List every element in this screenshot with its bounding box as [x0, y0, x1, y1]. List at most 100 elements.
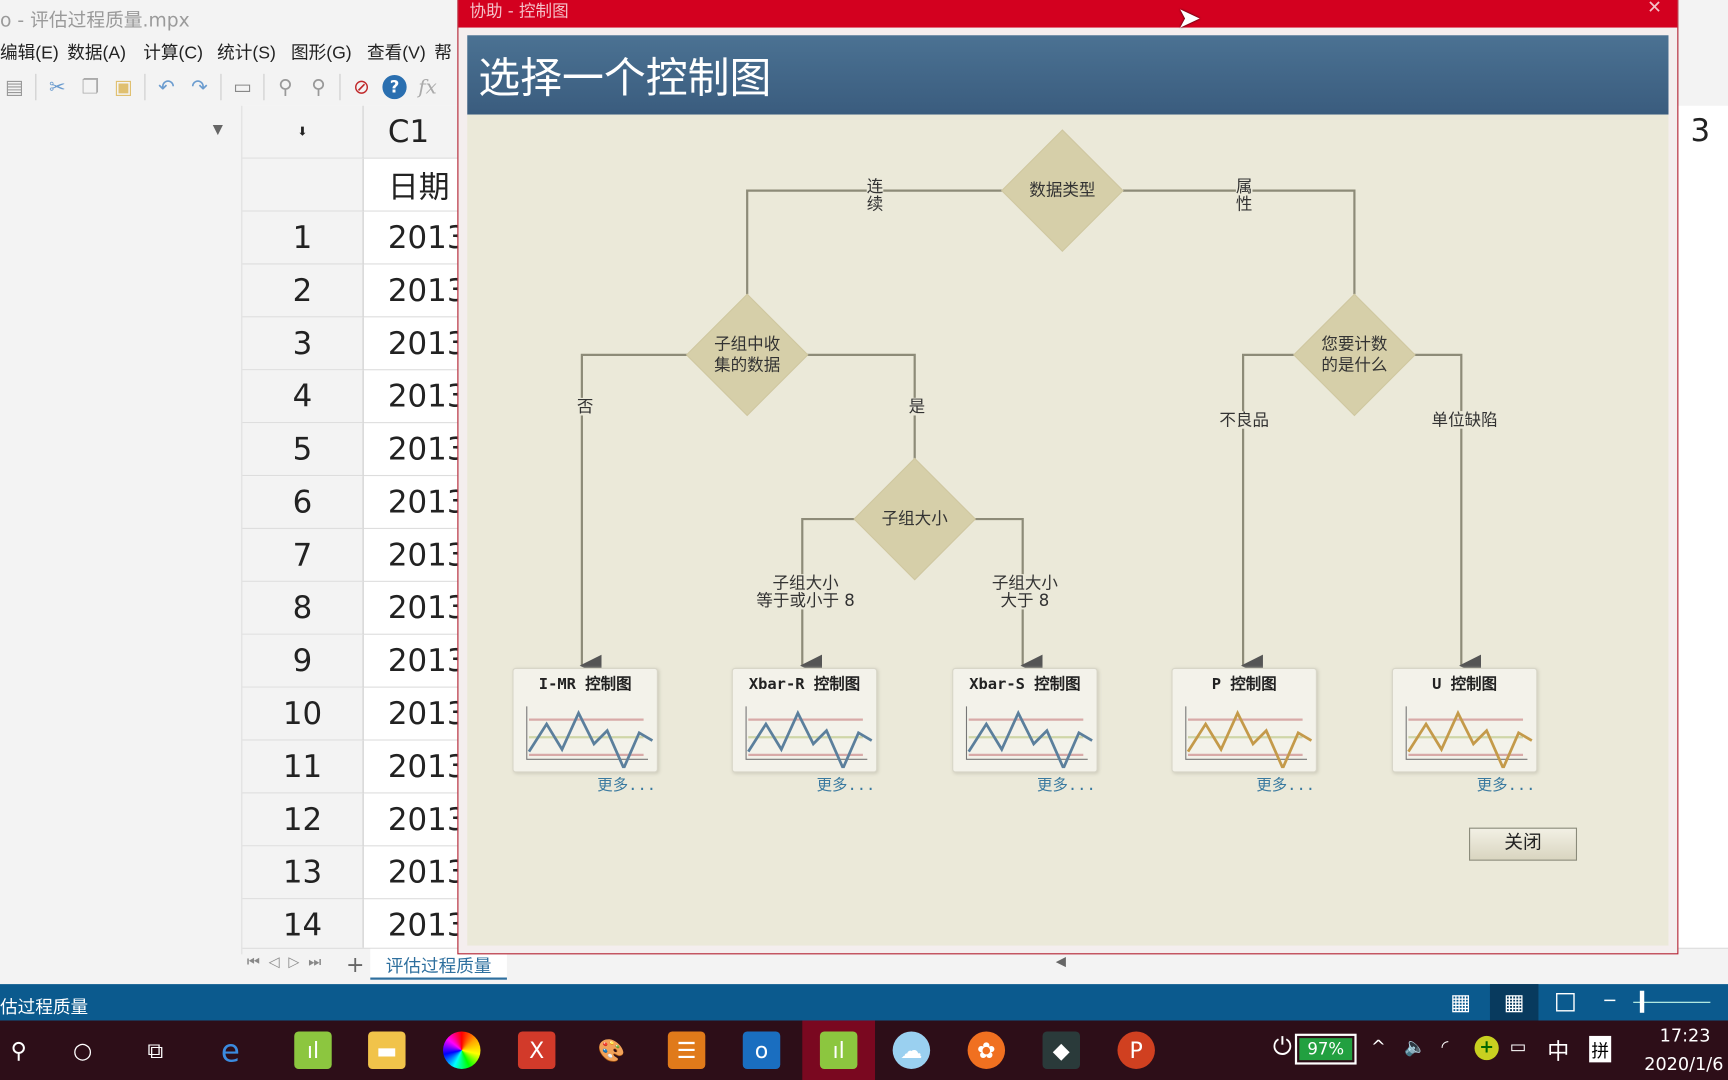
xmind-icon[interactable]: X — [517, 1031, 556, 1069]
dropdown-arrow-icon[interactable]: ▼ — [212, 121, 223, 137]
chart-option-card[interactable]: P 控制图 — [1171, 667, 1317, 773]
chart-option-card[interactable]: Xbar-S 控制图 — [952, 667, 1098, 773]
scroll-left-icon[interactable]: ◀ — [1055, 953, 1066, 969]
cut-icon[interactable]: ✂ — [48, 75, 66, 99]
node-text: 您要计数 — [1321, 333, 1388, 354]
menu-data[interactable]: 数据(A) — [67, 44, 127, 63]
powerpoint-icon[interactable]: P — [1117, 1031, 1155, 1069]
grid-view-icon[interactable]: ▦ — [1489, 984, 1539, 1021]
row-header[interactable]: 1 — [242, 211, 364, 265]
column-name[interactable]: 日期 — [363, 159, 585, 212]
table-cell[interactable]: 2013 — [363, 476, 585, 529]
edge-size-le8: 子组大小等于或小于 8 — [756, 574, 855, 611]
editor-icon[interactable]: ◆ — [1042, 1031, 1080, 1069]
row-header[interactable]: 3 — [242, 317, 364, 371]
node-subgroup-size: 子组大小 — [881, 508, 948, 529]
menu-help[interactable]: 帮 — [434, 44, 452, 63]
row-header[interactable]: 13 — [242, 846, 364, 900]
row-header[interactable]: 7 — [242, 528, 364, 582]
chart-option-card[interactable]: Xbar-R 控制图 — [731, 667, 878, 773]
table-cell[interactable]: 2013 — [363, 423, 585, 477]
zoom-slider[interactable] — [1633, 1001, 1711, 1003]
task-view-icon[interactable]: ⧉ — [147, 1037, 164, 1064]
clock-date[interactable]: 2020/1/6 — [1644, 1053, 1724, 1075]
table-cell[interactable]: 2013 — [363, 264, 585, 318]
menu-calc[interactable]: 计算(C) — [143, 44, 204, 63]
file-explorer-icon[interactable]: ▬ — [368, 1031, 406, 1069]
edge-text: 性 — [1235, 193, 1253, 214]
layout-view-icon[interactable]: ▦ — [1450, 988, 1472, 1015]
minitab-icon[interactable]: ıl — [294, 1031, 332, 1069]
menu-stat[interactable]: 统计(S) — [217, 44, 276, 63]
row-header[interactable]: 11 — [242, 740, 364, 794]
more-link[interactable]: 更多... — [1037, 776, 1096, 795]
battery-icon[interactable]: 97% — [1294, 1033, 1357, 1065]
diamond-count-what — [1293, 293, 1416, 417]
row-header[interactable]: 4 — [242, 370, 364, 424]
menu-view[interactable]: 查看(V) — [366, 44, 426, 63]
close-button[interactable]: 关闭 — [1469, 827, 1578, 861]
corner-cell[interactable]: ⬇ — [242, 105, 364, 159]
more-link[interactable]: 更多... — [1476, 776, 1536, 795]
sheet-nav-icons[interactable]: ⏮◁▷⏭ — [246, 954, 330, 971]
cloud-icon[interactable]: ☁ — [892, 1031, 931, 1069]
copy-icon[interactable]: ❐ — [81, 75, 100, 99]
more-link[interactable]: 更多... — [816, 776, 876, 795]
paste-icon[interactable]: ▣ — [114, 75, 133, 99]
chart-option-title: U 控制图 — [1432, 675, 1498, 694]
diamond-data-type — [1000, 129, 1124, 253]
row-header[interactable]: 14 — [242, 899, 364, 953]
dialog-titlebar[interactable]: 协助 - 控制图 ✕ — [458, 0, 1678, 28]
ie-icon[interactable]: e — [220, 1032, 240, 1069]
close-icon[interactable]: ✕ — [1647, 0, 1662, 18]
clock-time[interactable]: 17:23 — [1659, 1024, 1711, 1046]
sheet-tab[interactable]: 评估过程质量 — [370, 948, 507, 980]
flowchart-connectors — [579, 129, 1482, 677]
row-header[interactable]: 9 — [242, 634, 364, 688]
zoom-out-icon[interactable]: − — [1602, 989, 1618, 1011]
more-link[interactable]: 更多... — [597, 776, 657, 795]
name-row-header — [242, 158, 364, 212]
security-app-icon[interactable]: + — [1474, 1035, 1499, 1061]
cortana-icon[interactable]: ○ — [73, 1037, 93, 1064]
minitab-active-icon[interactable]: ıl — [802, 1020, 876, 1080]
toolbar: ▤ ✂ ❐ ▣ ↶ ↷ ▭ ⚲ ⚲ ⊘ ? fx — [0, 71, 463, 104]
media-icon[interactable]: ✿ — [967, 1031, 1006, 1069]
power-plug-icon: ⏻ — [1272, 1033, 1293, 1062]
chart-option-card[interactable]: I-MR 控制图 — [512, 667, 658, 773]
menu-graph[interactable]: 图形(G) — [290, 44, 352, 63]
ime-mode[interactable]: 中 — [1547, 1038, 1570, 1065]
more-link[interactable]: 更多... — [1256, 776, 1316, 795]
find-icon[interactable]: ⚲ — [278, 75, 293, 99]
replace-icon[interactable]: ⚲ — [311, 75, 326, 99]
ime-pinyin[interactable]: 拼 — [1589, 1035, 1612, 1063]
redo-icon[interactable]: ↷ — [191, 75, 208, 99]
row-header[interactable]: 8 — [242, 581, 364, 635]
print-icon[interactable]: ▤ — [4, 75, 24, 99]
single-view-icon[interactable]: □ — [1553, 987, 1577, 1015]
help-icon[interactable]: ? — [382, 74, 407, 100]
add-sheet-icon[interactable]: + — [346, 951, 365, 978]
volume-icon[interactable]: 🔈 — [1403, 1035, 1426, 1057]
chart-option-card[interactable]: U 控制图 — [1391, 667, 1538, 773]
row-header[interactable]: 6 — [242, 476, 364, 529]
window-icon[interactable]: ▭ — [233, 75, 252, 99]
row-header[interactable]: 5 — [242, 423, 364, 477]
chevron-up-icon[interactable]: ^ — [1370, 1035, 1386, 1057]
formula-icon[interactable]: fx — [418, 75, 437, 99]
row-header[interactable]: 12 — [242, 793, 364, 847]
cancel-icon[interactable]: ⊘ — [353, 75, 370, 99]
row-header[interactable]: 2 — [242, 264, 364, 318]
paint-icon[interactable]: 🎨 — [597, 1037, 626, 1064]
outlook-icon[interactable]: o — [742, 1031, 781, 1069]
color-app-icon[interactable] — [443, 1031, 481, 1069]
gantt-icon[interactable]: ☰ — [667, 1031, 706, 1069]
row-header[interactable]: 10 — [242, 687, 364, 741]
battery-status-icon[interactable]: ▭ — [1509, 1035, 1527, 1057]
search-icon[interactable]: ⚲ — [10, 1037, 27, 1064]
menu-edit[interactable]: 编辑(E) — [0, 44, 59, 63]
wifi-icon[interactable]: ◜ — [1441, 1035, 1449, 1057]
zoom-slider-thumb[interactable] — [1639, 990, 1645, 1013]
undo-icon[interactable]: ↶ — [158, 75, 175, 99]
edge-text: 等于或小于 8 — [756, 590, 855, 611]
